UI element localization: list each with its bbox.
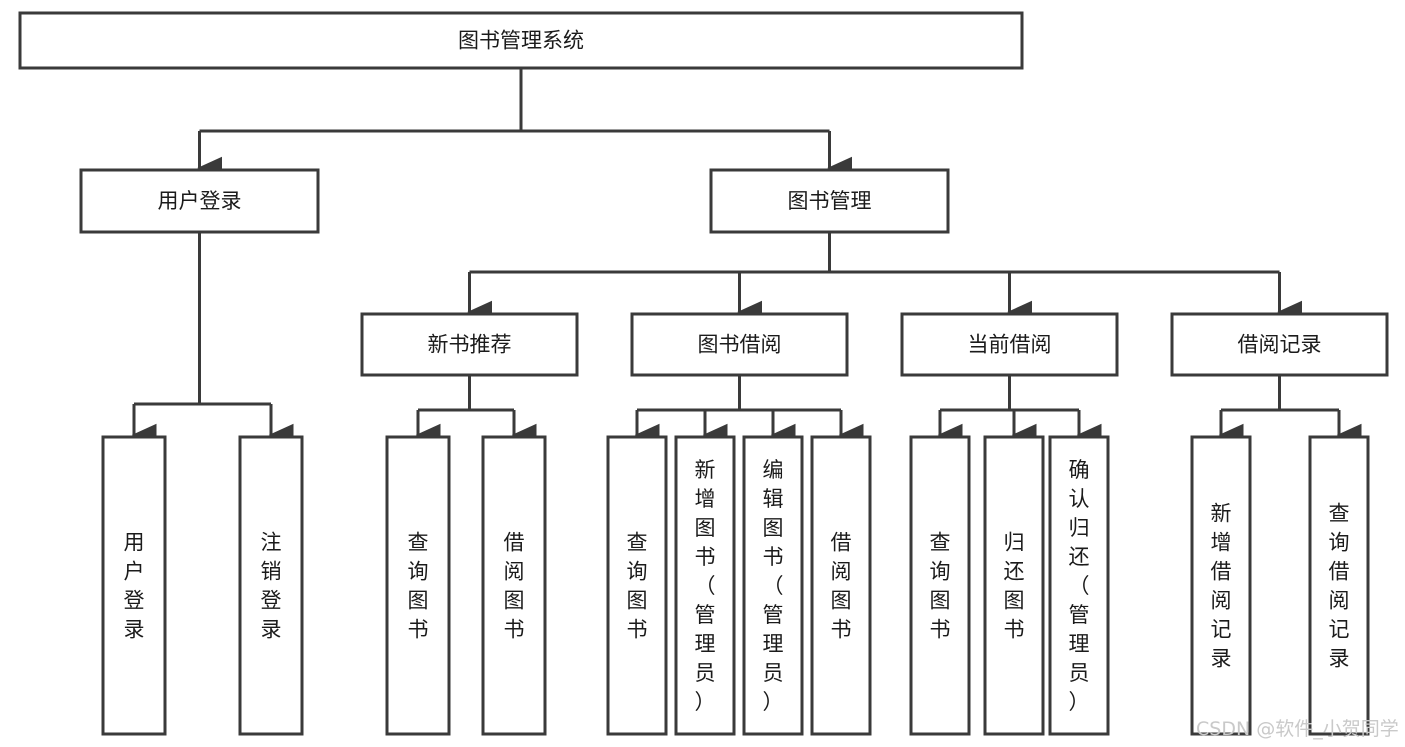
node-leaf-user-logout-label: 注销登录 [261,531,282,642]
node-leaf-user-logout-box[interactable] [238,435,304,736]
node-book-manage[interactable]: 图书管理 [709,168,950,234]
node-root-label: 图书管理系统 [458,29,584,53]
node-book-manage-box[interactable] [709,168,950,234]
node-current-borrow[interactable]: 当前借阅 [900,312,1119,377]
node-leaf-user-login-box[interactable] [101,435,167,736]
node-borrow-record-box[interactable] [1170,312,1389,377]
node-leaf-edit-book-label: 编辑图书（管理员） [763,458,784,714]
node-current-borrow-label: 当前借阅 [968,333,1052,357]
node-leaf-user-login-label: 用户登录 [124,531,145,642]
node-leaf-borrow-book-1-label: 借阅图书 [504,531,525,642]
node-user-login[interactable]: 用户登录 [79,168,320,234]
node-leaf-borrow-book-1[interactable]: 借阅图书 [481,435,547,736]
node-leaf-query-book-2[interactable]: 查询图书 [606,435,668,736]
node-root[interactable]: 图书管理系统 [18,11,1024,70]
node-leaf-edit-book[interactable]: 编辑图书（管理员） [742,435,804,736]
node-leaf-query-book-1-label: 查询图书 [408,531,429,642]
node-book-borrow[interactable]: 图书借阅 [630,312,849,377]
node-leaf-add-book-box[interactable] [674,435,736,736]
node-leaf-confirm-return-label: 确认归还（管理员） [1069,458,1090,714]
node-root-box[interactable] [18,11,1024,70]
node-book-borrow-box[interactable] [630,312,849,377]
node-leaf-query-book-2-box[interactable] [606,435,668,736]
node-leaf-add-record[interactable]: 新增借阅记录 [1190,435,1252,736]
node-layer: 图书管理系统用户登录图书管理新书推荐图书借阅当前借阅借阅记录用户登录注销登录查询… [18,11,1389,736]
node-user-login-label: 用户登录 [158,189,242,213]
node-leaf-query-book-3-label: 查询图书 [930,531,951,642]
node-book-borrow-label: 图书借阅 [698,333,782,357]
node-book-manage-label: 图书管理 [788,189,872,213]
node-leaf-return-book-box[interactable] [983,435,1045,736]
node-leaf-return-book[interactable]: 归还图书 [983,435,1045,736]
node-leaf-query-book-2-label: 查询图书 [627,531,648,642]
node-borrow-record[interactable]: 借阅记录 [1170,312,1389,377]
node-leaf-query-book-1[interactable]: 查询图书 [385,435,451,736]
node-leaf-user-login[interactable]: 用户登录 [101,435,167,736]
node-leaf-add-record-box[interactable] [1190,435,1252,736]
node-new-book-recommend[interactable]: 新书推荐 [360,312,579,377]
node-leaf-confirm-return-box[interactable] [1048,435,1110,736]
node-leaf-add-book[interactable]: 新增图书（管理员） [674,435,736,736]
node-leaf-borrow-book-2-box[interactable] [810,435,872,736]
node-leaf-confirm-return[interactable]: 确认归还（管理员） [1048,435,1110,736]
node-leaf-query-record[interactable]: 查询借阅记录 [1308,435,1370,736]
node-leaf-query-book-3[interactable]: 查询图书 [909,435,971,736]
node-leaf-query-record-label: 查询借阅记录 [1329,502,1350,671]
node-user-login-box[interactable] [79,168,320,234]
node-leaf-borrow-book-2-label: 借阅图书 [831,531,852,642]
node-leaf-add-book-label: 新增图书（管理员） [695,458,716,714]
node-leaf-query-record-box[interactable] [1308,435,1370,736]
csdn-watermark: CSDN @软件_小贺同学 [1196,718,1399,740]
node-leaf-return-book-label: 归还图书 [1004,531,1025,642]
node-leaf-query-book-3-box[interactable] [909,435,971,736]
node-leaf-borrow-book-2[interactable]: 借阅图书 [810,435,872,736]
node-leaf-borrow-book-1-box[interactable] [481,435,547,736]
node-borrow-record-label: 借阅记录 [1238,333,1322,357]
node-new-book-recommend-box[interactable] [360,312,579,377]
node-leaf-edit-book-box[interactable] [742,435,804,736]
node-new-book-recommend-label: 新书推荐 [428,333,512,357]
node-leaf-query-book-1-box[interactable] [385,435,451,736]
node-leaf-add-record-label: 新增借阅记录 [1211,502,1232,671]
edge-layer [131,68,1362,447]
node-current-borrow-box[interactable] [900,312,1119,377]
node-leaf-user-logout[interactable]: 注销登录 [238,435,304,736]
